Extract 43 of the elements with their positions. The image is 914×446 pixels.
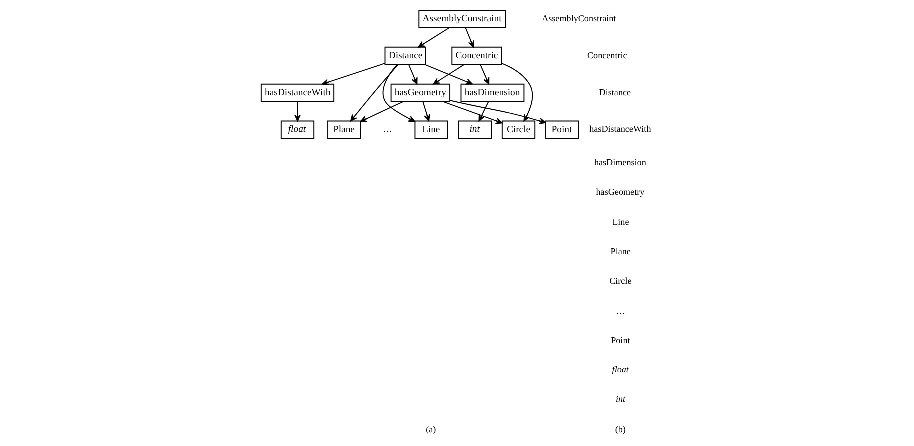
label: hasDistanceWith bbox=[590, 124, 652, 134]
node-box: Plane bbox=[328, 120, 362, 140]
label: Distance bbox=[599, 87, 632, 98]
node-box: Line bbox=[414, 120, 448, 140]
label: AssemblyConstraint bbox=[542, 13, 616, 24]
arrow bbox=[425, 64, 473, 85]
node-box: AssemblyConstraint bbox=[418, 10, 506, 29]
label: int bbox=[616, 394, 626, 404]
label: Concentric bbox=[587, 50, 628, 60]
arrow bbox=[418, 28, 450, 48]
label: … bbox=[383, 124, 392, 134]
label: Line bbox=[612, 216, 630, 227]
label: hasGeometry bbox=[596, 187, 645, 198]
node-box: Circle bbox=[502, 120, 536, 140]
arrow bbox=[480, 64, 490, 85]
node-box: float bbox=[280, 120, 315, 140]
label: (a) bbox=[426, 424, 436, 435]
arrow bbox=[433, 64, 464, 85]
label: float bbox=[612, 364, 629, 375]
arrow bbox=[450, 100, 546, 124]
arrow bbox=[465, 28, 474, 48]
node-box: hasDimension bbox=[460, 84, 525, 102]
node-box: Distance bbox=[384, 46, 426, 66]
node-box: Concentric bbox=[452, 46, 502, 66]
label: … bbox=[616, 306, 626, 316]
node-box: hasGeometry bbox=[390, 84, 451, 102]
label: Plane bbox=[610, 246, 631, 256]
arrow bbox=[382, 64, 416, 122]
arrow bbox=[360, 101, 404, 122]
label: (b) bbox=[615, 424, 626, 435]
arrow bbox=[350, 64, 399, 122]
arrow bbox=[294, 102, 301, 122]
arrow bbox=[443, 101, 503, 124]
node-box: int bbox=[458, 120, 492, 140]
label: Circle bbox=[610, 276, 632, 286]
arrow bbox=[322, 63, 386, 86]
arrow bbox=[408, 64, 418, 85]
arrow bbox=[478, 102, 490, 122]
label: Point bbox=[611, 335, 630, 346]
node-box: Point bbox=[546, 120, 580, 140]
node-box: hasDistanceWith bbox=[260, 84, 335, 102]
label: hasDimension bbox=[594, 157, 646, 168]
arrow bbox=[422, 102, 430, 122]
